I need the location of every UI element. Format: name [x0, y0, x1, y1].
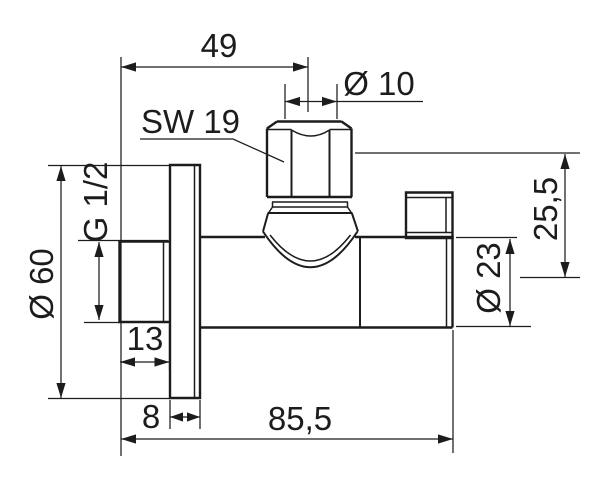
valve-body — [200, 235, 454, 329]
knob-outline — [404, 191, 454, 240]
cone-v-inner-curve — [269, 234, 352, 262]
dim-85-5: 85,5 — [121, 330, 454, 453]
dim-g-half: G 1/2 — [77, 162, 168, 324]
dim-255-arrowheads — [560, 154, 570, 277]
collar-line-1 — [271, 201, 349, 207]
nut-top-corner-chamfers — [266, 120, 353, 130]
dim-8-label: 8 — [142, 398, 160, 435]
valve-body-top-right-edge — [355, 235, 454, 328]
sw19-label: SW 19 — [141, 103, 240, 140]
dim-255-lines — [355, 152, 580, 279]
dim-8-arrowheads — [170, 412, 200, 422]
cone-v-outer-curve — [262, 230, 359, 269]
supply-thread-stub — [118, 240, 170, 324]
sw19-leader-line — [140, 138, 285, 163]
dim-d10-label: Ø 10 — [343, 65, 415, 102]
dim-255-label: 25,5 — [527, 177, 564, 241]
dim-855-lines — [121, 330, 454, 453]
cone-shoulder-slants — [267, 206, 353, 214]
dim-d23-label: Ø 23 — [470, 242, 507, 314]
compression-nut — [265, 120, 353, 197]
dim-g12-label: G 1/2 — [77, 162, 114, 243]
callout-sw19: SW 19 — [140, 103, 285, 163]
dim-diameter-23: Ø 23 — [456, 236, 531, 328]
supply-thread-outline — [118, 240, 170, 324]
outlet-cone — [262, 195, 359, 269]
dim-25-5: 25,5 — [355, 152, 580, 279]
service-knob — [404, 191, 454, 240]
wall-plate — [168, 163, 202, 400]
dim-13-arrowheads — [120, 357, 170, 367]
dim-13: 13 — [120, 320, 171, 370]
nut-side-edges — [265, 128, 353, 197]
dim-49: 49 — [120, 27, 309, 456]
nut-facet-lines — [290, 130, 331, 196]
dim-diameter-10: Ø 10 — [284, 65, 423, 119]
dim-855-label: 85,5 — [268, 400, 332, 437]
dim-49-lines — [120, 57, 309, 456]
dim-8: 8 — [142, 398, 201, 435]
dim-8-lines — [169, 400, 201, 429]
dim-diameter-60: Ø 60 — [23, 164, 170, 400]
dim-d60-lines — [48, 164, 170, 400]
dim-d60-label: Ø 60 — [23, 248, 60, 320]
knob-chamfer-lines — [406, 196, 453, 234]
cone-side-edges — [262, 213, 359, 232]
dim-49-label: 49 — [201, 27, 238, 64]
wall-plate-outline — [168, 163, 202, 400]
nut-top-facet-arc — [291, 129, 330, 137]
dim-13-label: 13 — [127, 320, 164, 357]
dim-g12-lines — [78, 239, 168, 324]
dim-d10-arrowheads — [285, 96, 337, 107]
